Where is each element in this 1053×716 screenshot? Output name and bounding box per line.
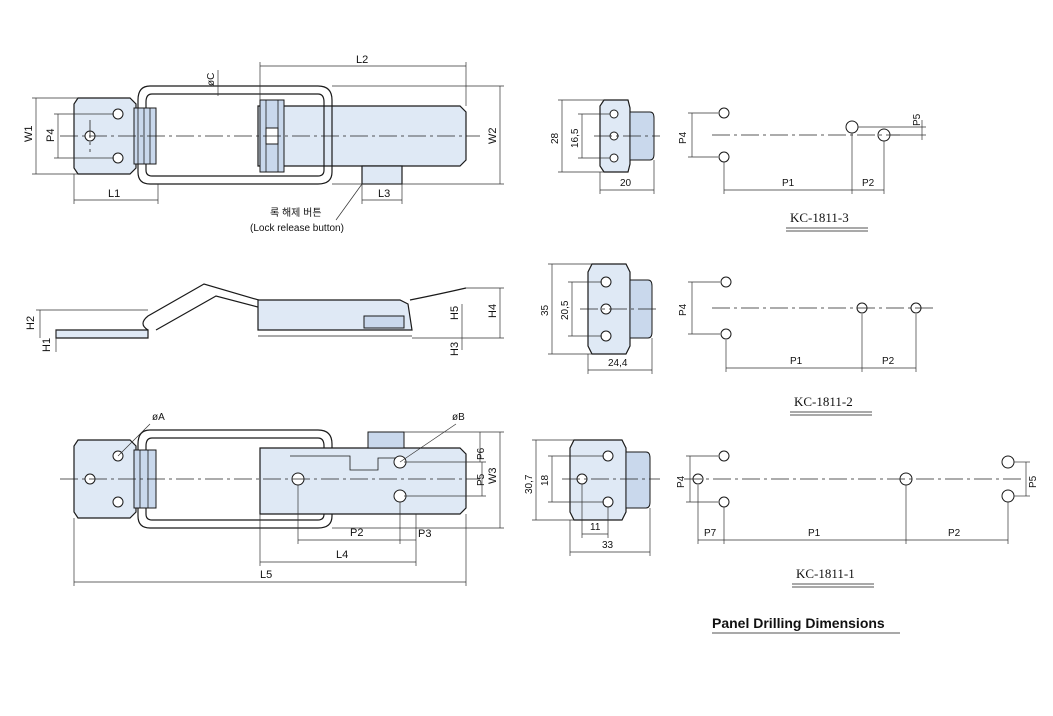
kc1-drill-P5: P5 — [1028, 475, 1039, 488]
kc3-drill-P2: P2 — [862, 178, 875, 189]
dim-P3: P3 — [418, 528, 431, 540]
kc1-drill-P1: P1 — [808, 528, 821, 539]
top-view: L2 øC W1 P4 W2 L1 L3 록 해제 버튼 (Lock relea… — [23, 54, 504, 234]
side-view: H2 H1 H5 H4 H3 — [25, 283, 504, 356]
dim-W3: W3 — [487, 468, 499, 485]
kc3-drill-P1: P1 — [782, 178, 795, 189]
dim-P4-top: P4 — [45, 129, 57, 142]
kc1-drill-P7: P7 — [704, 528, 717, 539]
dim-L2: L2 — [356, 54, 368, 66]
kc1-width: 33 — [602, 540, 614, 551]
dim-phiC: øC — [206, 73, 217, 86]
kc2-height-inner: 20,5 — [560, 300, 571, 320]
dim-phiB: øB — [452, 412, 465, 423]
kc1-height-outer: 30,7 — [524, 474, 535, 494]
dim-L5: L5 — [260, 569, 272, 581]
dim-H4: H4 — [487, 304, 499, 318]
kc1-height-inner: 18 — [540, 474, 551, 486]
kc1-model-label: KC-1811-1 — [796, 566, 855, 581]
dim-H3: H3 — [449, 342, 461, 356]
bottom-view: øA øB P6 P5 W3 P2 P3 L4 L5 — [60, 412, 504, 586]
dim-H1: H1 — [41, 338, 53, 352]
drilling-kc3: P4 P1 P2 P5 KC-1811-3 — [678, 107, 926, 232]
kc3-drill-P4: P4 — [678, 131, 689, 144]
part-kc1: 30,7 18 11 33 — [524, 439, 660, 556]
kc2-drill-P2: P2 — [882, 356, 895, 367]
dim-W1: W1 — [23, 126, 35, 143]
kc1-drill-P4: P4 — [676, 475, 687, 488]
dim-P6: P6 — [476, 447, 487, 460]
drilling-kc1: P4 P7 P1 P2 P5 KC-1811-1 — [676, 450, 1039, 588]
kc3-width: 20 — [620, 178, 632, 189]
panel-drilling-caption: Panel Drilling Dimensions — [712, 615, 885, 631]
kc3-drill-P5: P5 — [912, 113, 923, 126]
part-kc2: 35 20,5 24,4 — [540, 263, 660, 374]
kc1-width-inner: 11 — [590, 522, 601, 533]
kc2-height-outer: 35 — [540, 304, 551, 316]
drilling-kc2: P4 P1 P2 KC-1811-2 — [678, 276, 934, 416]
dim-phiA: øA — [152, 412, 165, 423]
kc3-height-outer: 28 — [550, 132, 561, 144]
kc1-drill-P2: P2 — [948, 528, 961, 539]
dim-W2: W2 — [487, 128, 499, 145]
kc2-width: 24,4 — [608, 358, 628, 369]
kc2-drill-P4: P4 — [678, 303, 689, 316]
callout-lock-release-ko: 록 해제 버튼 — [270, 206, 322, 219]
kc3-height-inner: 16,5 — [570, 128, 581, 148]
dim-H5: H5 — [449, 306, 461, 320]
dim-L1: L1 — [108, 188, 120, 200]
dim-P2-bottom: P2 — [350, 527, 363, 539]
dim-H2: H2 — [25, 316, 37, 330]
callout-lock-release-en: (Lock release button) — [250, 223, 344, 234]
kc2-drill-P1: P1 — [790, 356, 803, 367]
dim-L4: L4 — [336, 549, 348, 561]
dim-L3: L3 — [378, 188, 390, 200]
kc3-model-label: KC-1811-3 — [790, 210, 849, 225]
part-kc3: 28 16,5 20 — [550, 99, 660, 194]
kc2-model-label: KC-1811-2 — [794, 394, 853, 409]
dim-P5-bottom: P5 — [476, 473, 487, 486]
